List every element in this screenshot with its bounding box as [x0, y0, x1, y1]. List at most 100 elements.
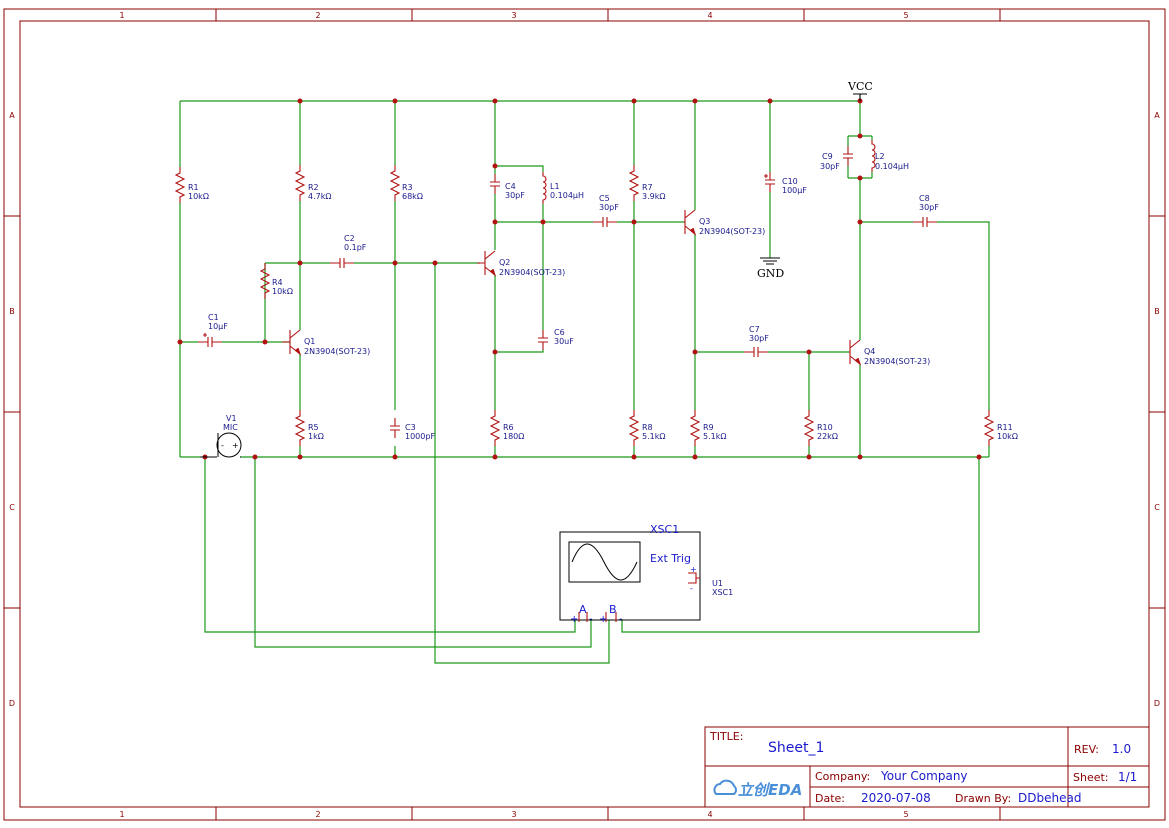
ref-label: R5: [308, 423, 319, 432]
ref-label: C2: [344, 234, 355, 243]
value-label: 30pF: [919, 203, 939, 212]
value-label: 2N3904(SOT-23): [304, 347, 370, 356]
transistor-q4[interactable]: Q4 2N3904(SOT-23): [849, 339, 930, 366]
col-label: 1: [119, 11, 124, 20]
transistor-q1[interactable]: Q1 2N3904(SOT-23): [282, 329, 370, 356]
ref-label: R6: [503, 423, 514, 432]
ref-label: R11: [997, 423, 1013, 432]
value-label: 180Ω: [503, 432, 524, 441]
col-label: 2: [315, 810, 320, 819]
microphone-v1[interactable]: V1 MIC - +: [200, 414, 242, 458]
sheet-value: 1/1: [1118, 770, 1137, 784]
resistor-r3[interactable]: R3 68kΩ: [390, 164, 423, 202]
capacitor-c1[interactable]: C1 10μF: [197, 313, 228, 348]
ref-label: L2: [875, 152, 885, 161]
ref-label: R1: [188, 183, 199, 192]
capacitor-c4[interactable]: C4 30pF: [489, 173, 525, 200]
resistor-r8[interactable]: R8 5.1kΩ: [629, 409, 665, 447]
value-label: 30pF: [749, 334, 769, 343]
ref-label: C9: [822, 152, 833, 161]
value-label: 0.104μH: [875, 162, 909, 171]
sheet-label: Sheet:: [1073, 771, 1109, 784]
resistor-r10[interactable]: R10 22kΩ: [804, 409, 838, 447]
value-label: 1000pF: [405, 432, 435, 441]
b-plus: +: [599, 614, 607, 625]
ref-label: Q2: [499, 258, 510, 267]
value-label: 4.7kΩ: [308, 192, 331, 201]
ref-label: U1: [712, 579, 723, 588]
value-label: 5.1kΩ: [642, 432, 665, 441]
capacitor-c5[interactable]: C5 30pF: [592, 194, 619, 228]
ref-label: C5: [599, 194, 610, 203]
ref-label: C7: [749, 325, 760, 334]
title-label: TITLE:: [709, 730, 743, 743]
capacitor-c8[interactable]: C8 30pF: [912, 194, 939, 228]
ref-label: L1: [550, 182, 560, 191]
scope-name: XSC1: [650, 523, 679, 536]
capacitor-c2[interactable]: C2 0.1pF: [329, 234, 367, 269]
resistor-r2[interactable]: R2 4.7kΩ: [295, 164, 331, 202]
company-label: Company:: [815, 770, 870, 783]
col-label: 5: [903, 11, 908, 20]
resistor-r7[interactable]: R7 3.9kΩ: [629, 164, 665, 202]
vcc-label: VCC: [847, 80, 873, 93]
capacitor-c3[interactable]: C3 1000pF: [389, 417, 435, 441]
ref-label: R2: [308, 183, 319, 192]
col-label: 4: [707, 810, 712, 819]
svg-text:+: +: [232, 441, 239, 450]
value-label: 5.1kΩ: [703, 432, 726, 441]
vcc-symbol: VCC: [847, 80, 873, 101]
row-label: D: [9, 699, 15, 708]
row-label: C: [9, 503, 15, 512]
value-label: 22kΩ: [817, 432, 838, 441]
channel-a-label: A: [579, 603, 587, 616]
oscilloscope-xsc1[interactable]: XSC1 Ext Trig + - U1 XSC1 A B + - + -: [559, 523, 733, 625]
resistor-r1[interactable]: R1 10kΩ: [175, 166, 209, 204]
title-block: TITLE: Sheet_1 REV: 1.0 Company: Your Co…: [704, 726, 1150, 808]
date-value: 2020-07-08: [861, 791, 931, 805]
ref-label: R8: [642, 423, 653, 432]
rev-label: REV:: [1074, 743, 1099, 756]
svg-text:-: -: [221, 441, 224, 450]
capacitor-c9[interactable]: C9 30pF: [820, 145, 854, 171]
resistor-r5[interactable]: R5 1kΩ: [295, 409, 324, 447]
inductor-l1[interactable]: L1 0.104μH: [542, 171, 584, 205]
capacitor-c7[interactable]: C7 30pF: [743, 325, 769, 358]
ref-label: C10: [782, 177, 798, 186]
col-label: 2: [315, 11, 320, 20]
value-label: 2N3904(SOT-23): [499, 268, 565, 277]
resistor-r4[interactable]: R4 10kΩ: [260, 262, 293, 300]
ref-label: R7: [642, 183, 653, 192]
capacitor-c6[interactable]: C6 30uF: [537, 328, 574, 351]
value-label: 68kΩ: [402, 192, 423, 201]
logo-text: 立创EDA: [738, 781, 802, 799]
ref-label: C1: [208, 313, 219, 322]
ground-symbol: GND: [757, 257, 784, 280]
eda-logo: 立创EDA: [713, 779, 802, 799]
value-label: 10kΩ: [188, 192, 209, 201]
ref-label: Q4: [864, 347, 875, 356]
ref-label: R4: [272, 278, 283, 287]
value-label: 30pF: [820, 162, 840, 171]
row-label: D: [1154, 699, 1160, 708]
ref-label: R10: [817, 423, 833, 432]
resistor-r6[interactable]: R6 180Ω: [490, 409, 524, 447]
resistor-r9[interactable]: R9 5.1kΩ: [690, 409, 726, 447]
ref-label: V1: [226, 414, 237, 423]
transistor-q2[interactable]: Q2 2N3904(SOT-23): [477, 250, 565, 277]
col-label: 3: [511, 11, 516, 20]
a-plus: +: [570, 614, 578, 625]
date-label: Date:: [815, 792, 845, 805]
value-label: 30pF: [599, 203, 619, 212]
inductor-l2[interactable]: L2 0.104μH: [871, 139, 909, 173]
ref-label: C4: [505, 182, 516, 191]
resistor-r11[interactable]: R11 10kΩ: [984, 409, 1018, 447]
rev-value: 1.0: [1112, 742, 1131, 756]
col-label: 1: [119, 810, 124, 819]
row-label: B: [1154, 307, 1160, 316]
transistor-q3[interactable]: Q3 2N3904(SOT-23): [684, 209, 765, 236]
capacitor-c10[interactable]: C10 100μF: [764, 171, 807, 195]
company-value: Your Company: [880, 769, 968, 783]
junctions: [177, 98, 982, 460]
